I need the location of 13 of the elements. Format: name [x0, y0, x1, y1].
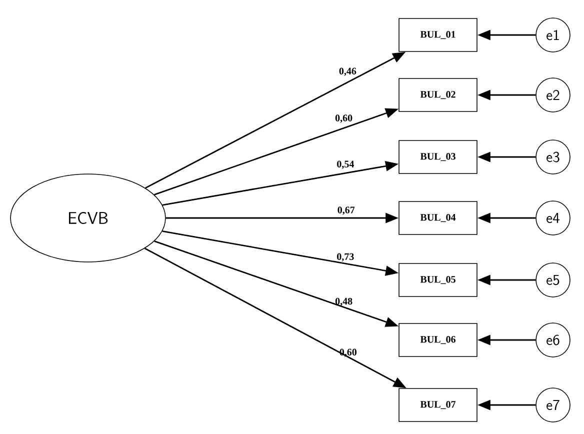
edge-label: 0,67: [338, 206, 355, 215]
edge-label: 0,54: [337, 160, 354, 169]
observed-variable-box: BUL_04: [398, 201, 478, 235]
edge-label: 0,48: [335, 298, 352, 306]
edge-label: 0,73: [337, 253, 354, 262]
edge-label: 0,46: [339, 68, 356, 76]
observed-variable-box: BUL_02: [398, 78, 478, 112]
edge-label: 0,60: [335, 114, 352, 123]
observed-variable-box: BUL_03: [398, 140, 478, 174]
observed-variable-box: BUL_01: [398, 18, 478, 52]
observed-variable-box: BUL_06: [398, 323, 478, 357]
observed-variable-box: BUL_07: [398, 388, 478, 422]
observed-variable-box: BUL_05: [398, 263, 478, 297]
